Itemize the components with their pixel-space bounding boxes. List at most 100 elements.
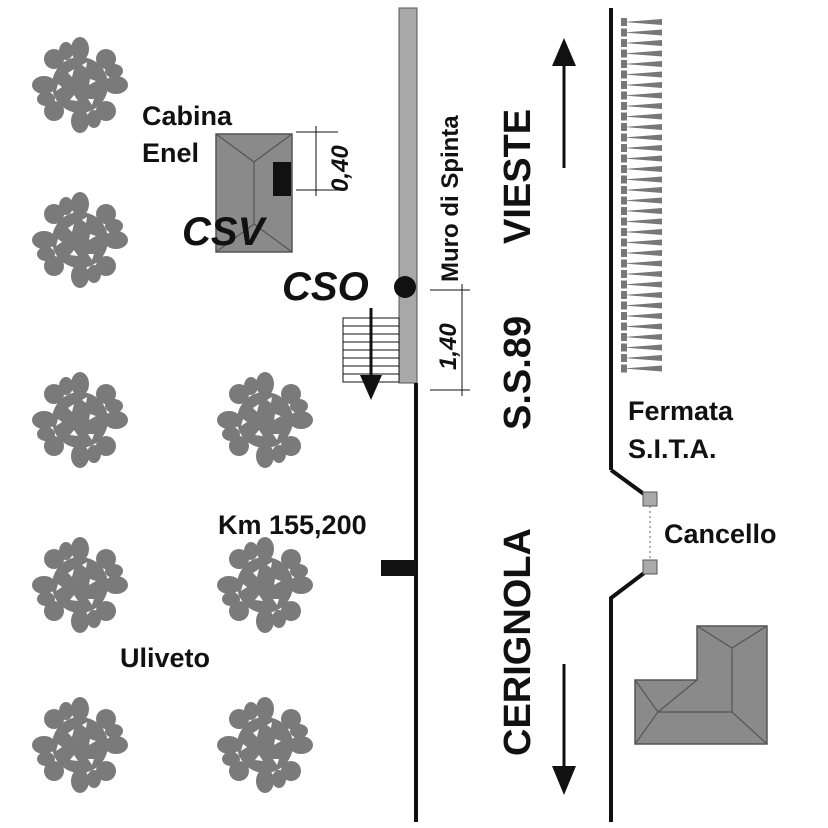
km-marker — [381, 560, 417, 576]
olive-tree-icon — [32, 372, 128, 468]
hedge-stem — [621, 112, 627, 121]
uliveto-label: Uliveto — [120, 643, 210, 673]
hedge-stem — [621, 364, 627, 373]
hedge-stem — [621, 18, 627, 26]
hedge-stem — [621, 154, 627, 163]
arrow-down-icon — [552, 664, 576, 795]
olive-tree-icon — [32, 192, 128, 288]
hedge-leaf — [624, 239, 662, 246]
vieste-label: VIESTE — [497, 109, 539, 244]
hedge-stem — [621, 60, 627, 68]
meter-box — [273, 162, 291, 196]
hedge-leaf — [624, 19, 662, 25]
hedge-leaf — [624, 187, 662, 193]
house-building — [634, 625, 768, 745]
dimension-0-40-label: 0,40 — [327, 145, 354, 192]
muro-di-spinta-label: Muro di Spinta — [437, 115, 464, 282]
hedge-leaf — [624, 40, 662, 46]
hedge-stem — [621, 322, 627, 331]
hedge-stem — [621, 186, 627, 194]
csv-label: CSV — [182, 210, 268, 254]
hedge-stem — [621, 70, 627, 79]
hedge-stem — [621, 28, 627, 37]
hedge-leaf — [624, 176, 662, 183]
fermata-label-line2: S.I.T.A. — [628, 434, 717, 464]
hedge-stem — [621, 354, 627, 362]
hedge-leaf — [624, 365, 662, 372]
cso-label: CSO — [282, 265, 369, 309]
cerignola-label: CERIGNOLA — [497, 528, 539, 756]
hedge-stem — [621, 238, 627, 247]
cabina-label-line1: Cabina — [142, 101, 233, 131]
hedge-leaf — [624, 134, 662, 141]
hedge-leaf — [624, 92, 662, 99]
hedge-stem — [621, 280, 627, 289]
hedge-stem — [621, 207, 627, 215]
hedge-leaf — [624, 197, 662, 204]
hedge-leaf — [624, 292, 662, 298]
hedge-stem — [621, 91, 627, 100]
olive-tree-icon — [217, 697, 313, 793]
hedge-leaf — [624, 218, 662, 225]
hedge-stem — [621, 49, 627, 58]
hedge-stem — [621, 196, 627, 205]
hedge-stem — [621, 133, 627, 142]
hedge-leaf — [624, 82, 662, 88]
olive-tree-icon — [32, 697, 128, 793]
arrow-up-icon — [552, 38, 576, 168]
hedge-stem — [621, 249, 627, 257]
cancello-label: Cancello — [664, 519, 777, 549]
hedge — [621, 18, 662, 373]
hedge-stem — [621, 333, 627, 341]
hedge-leaf — [624, 71, 662, 78]
dimension-1-40-label: 1,40 — [435, 323, 462, 370]
hedge-leaf — [624, 334, 662, 340]
hedge-leaf — [624, 113, 662, 120]
hedge-leaf — [624, 166, 662, 172]
hedge-stem — [621, 291, 627, 299]
hedge-stem — [621, 144, 627, 152]
hedge-stem — [621, 175, 627, 184]
muro-di-spinta-wall — [398, 7, 418, 384]
hedge-leaf — [624, 208, 662, 214]
hedge-stem — [621, 123, 627, 131]
hedge-leaf — [624, 155, 662, 162]
dimension-0-40 — [296, 126, 338, 196]
hedge-leaf — [624, 50, 662, 57]
hedge-leaf — [624, 344, 662, 351]
hedge-stem — [621, 343, 627, 352]
hedge-stem — [621, 228, 627, 236]
road-right-edge — [609, 8, 650, 822]
arrow-down-icon — [360, 308, 382, 400]
hedge-stem — [621, 102, 627, 110]
hedge-stem — [621, 165, 627, 173]
road-name-label: S.S.89 — [497, 316, 539, 430]
olive-tree-icon — [217, 537, 313, 633]
hedge-leaf — [624, 302, 662, 309]
dimension-1-40 — [430, 284, 470, 396]
cancello-gate — [642, 491, 658, 575]
hedge-stem — [621, 81, 627, 89]
olive-tree-icon — [32, 37, 128, 133]
hedge-stem — [621, 259, 627, 268]
hedge-leaf — [624, 29, 662, 36]
hedge-leaf — [624, 281, 662, 288]
hedge-leaf — [624, 250, 662, 256]
fermata-label-line1: Fermata — [628, 396, 734, 426]
hedge-leaf — [624, 271, 662, 277]
hedge-leaf — [624, 124, 662, 130]
hedge-leaf — [624, 61, 662, 67]
hedge-leaf — [624, 229, 662, 235]
hedge-leaf — [624, 103, 662, 109]
cso-point — [394, 276, 416, 298]
km-label: Km 155,200 — [218, 510, 367, 540]
hedge-stem — [621, 217, 627, 226]
hedge-stem — [621, 270, 627, 278]
hedge-stem — [621, 301, 627, 310]
olive-tree-icon — [217, 372, 313, 468]
hedge-leaf — [624, 260, 662, 267]
cabina-enel-building — [215, 133, 293, 253]
hedge-stem — [621, 312, 627, 320]
hedge-leaf — [624, 323, 662, 330]
